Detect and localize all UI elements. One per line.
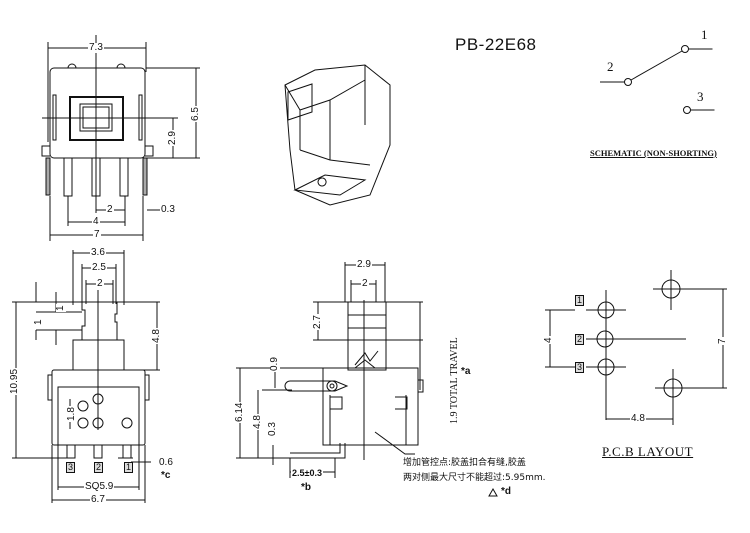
pcb-layout [545, 270, 727, 425]
note-b: *b [300, 482, 312, 493]
note-chinese-line-2: 两对侧最大尺寸不能超过:5.95mm. [403, 473, 546, 483]
schematic-symbol [600, 45, 715, 114]
pcb-dim-4: 4 [543, 336, 554, 344]
note-chinese-line-1: 增加管控点:胶盖扣合有缝,胶盖 [403, 458, 526, 468]
pcb-dim-4-8: 4.8 [630, 413, 646, 424]
schematic-label: SCHEMATIC (NON-SHORTING) [590, 148, 717, 158]
front-view [12, 250, 160, 503]
pcb-pin-label-3: 3 [575, 362, 585, 373]
dim-10-95: 10.95 [9, 367, 20, 395]
note-a: *a [460, 366, 472, 377]
dim-2: 2 [106, 204, 114, 215]
dim-2-9-side: 2.9 [356, 259, 372, 270]
dim-6-14: 6.14 [234, 401, 245, 423]
part-number-title: PB-22E68 [455, 35, 537, 54]
dim-3-6: 3.6 [90, 247, 106, 258]
dim-2-front: 2 [96, 278, 104, 289]
note-c: *c [160, 470, 172, 481]
dim-0-3-side: 0.3 [267, 421, 278, 437]
dim-4-8-side: 4.8 [252, 414, 263, 430]
dim-2-7: 2.7 [312, 314, 323, 330]
dim-0-9: 0.9 [269, 356, 280, 372]
dim-4-8-front: 4.8 [151, 328, 162, 344]
note-d: *d [500, 486, 512, 497]
dim-7-3: 7.3 [88, 42, 104, 53]
pcb-pin-label-2: 2 [575, 334, 585, 345]
pcb-dim-7: 7 [717, 337, 728, 345]
schematic-terminal-3: 3 [696, 89, 705, 104]
dim-0-3: 0.3 [160, 204, 176, 215]
dim-2-5: 2.5 [91, 262, 107, 273]
dim-1-a: 1 [55, 304, 66, 312]
pcb-layout-label: P.C.B LAYOUT [602, 444, 694, 459]
dim-7: 7 [93, 229, 101, 240]
dim-4: 4 [92, 216, 100, 227]
pin-label-1: 1 [124, 462, 134, 473]
dim-6-5: 6.5 [190, 106, 201, 122]
pin-label-2: 2 [94, 462, 104, 473]
dim-2-9: 2.9 [167, 130, 178, 146]
dim-1-b: 1 [33, 318, 44, 326]
dim-lead-2-5: 2.5±0.3 [291, 468, 323, 478]
total-travel-label: 1.9 TOTAL TRAVEL [449, 336, 460, 425]
dim-1-8: 1.8 [66, 406, 77, 422]
dim-2-side: 2 [361, 278, 369, 289]
schematic-terminal-2: 2 [606, 59, 615, 74]
isometric-view [284, 64, 391, 206]
pin-label-3: 3 [66, 462, 76, 473]
dim-6-7: 6.7 [90, 494, 106, 505]
schematic-terminal-1: 1 [700, 27, 709, 42]
dim-sq5-9: SQ5.9 [84, 481, 115, 492]
top-view [41, 35, 200, 241]
dim-0-6: 0.6 [158, 457, 174, 468]
pcb-pin-label-1: 1 [575, 295, 585, 306]
